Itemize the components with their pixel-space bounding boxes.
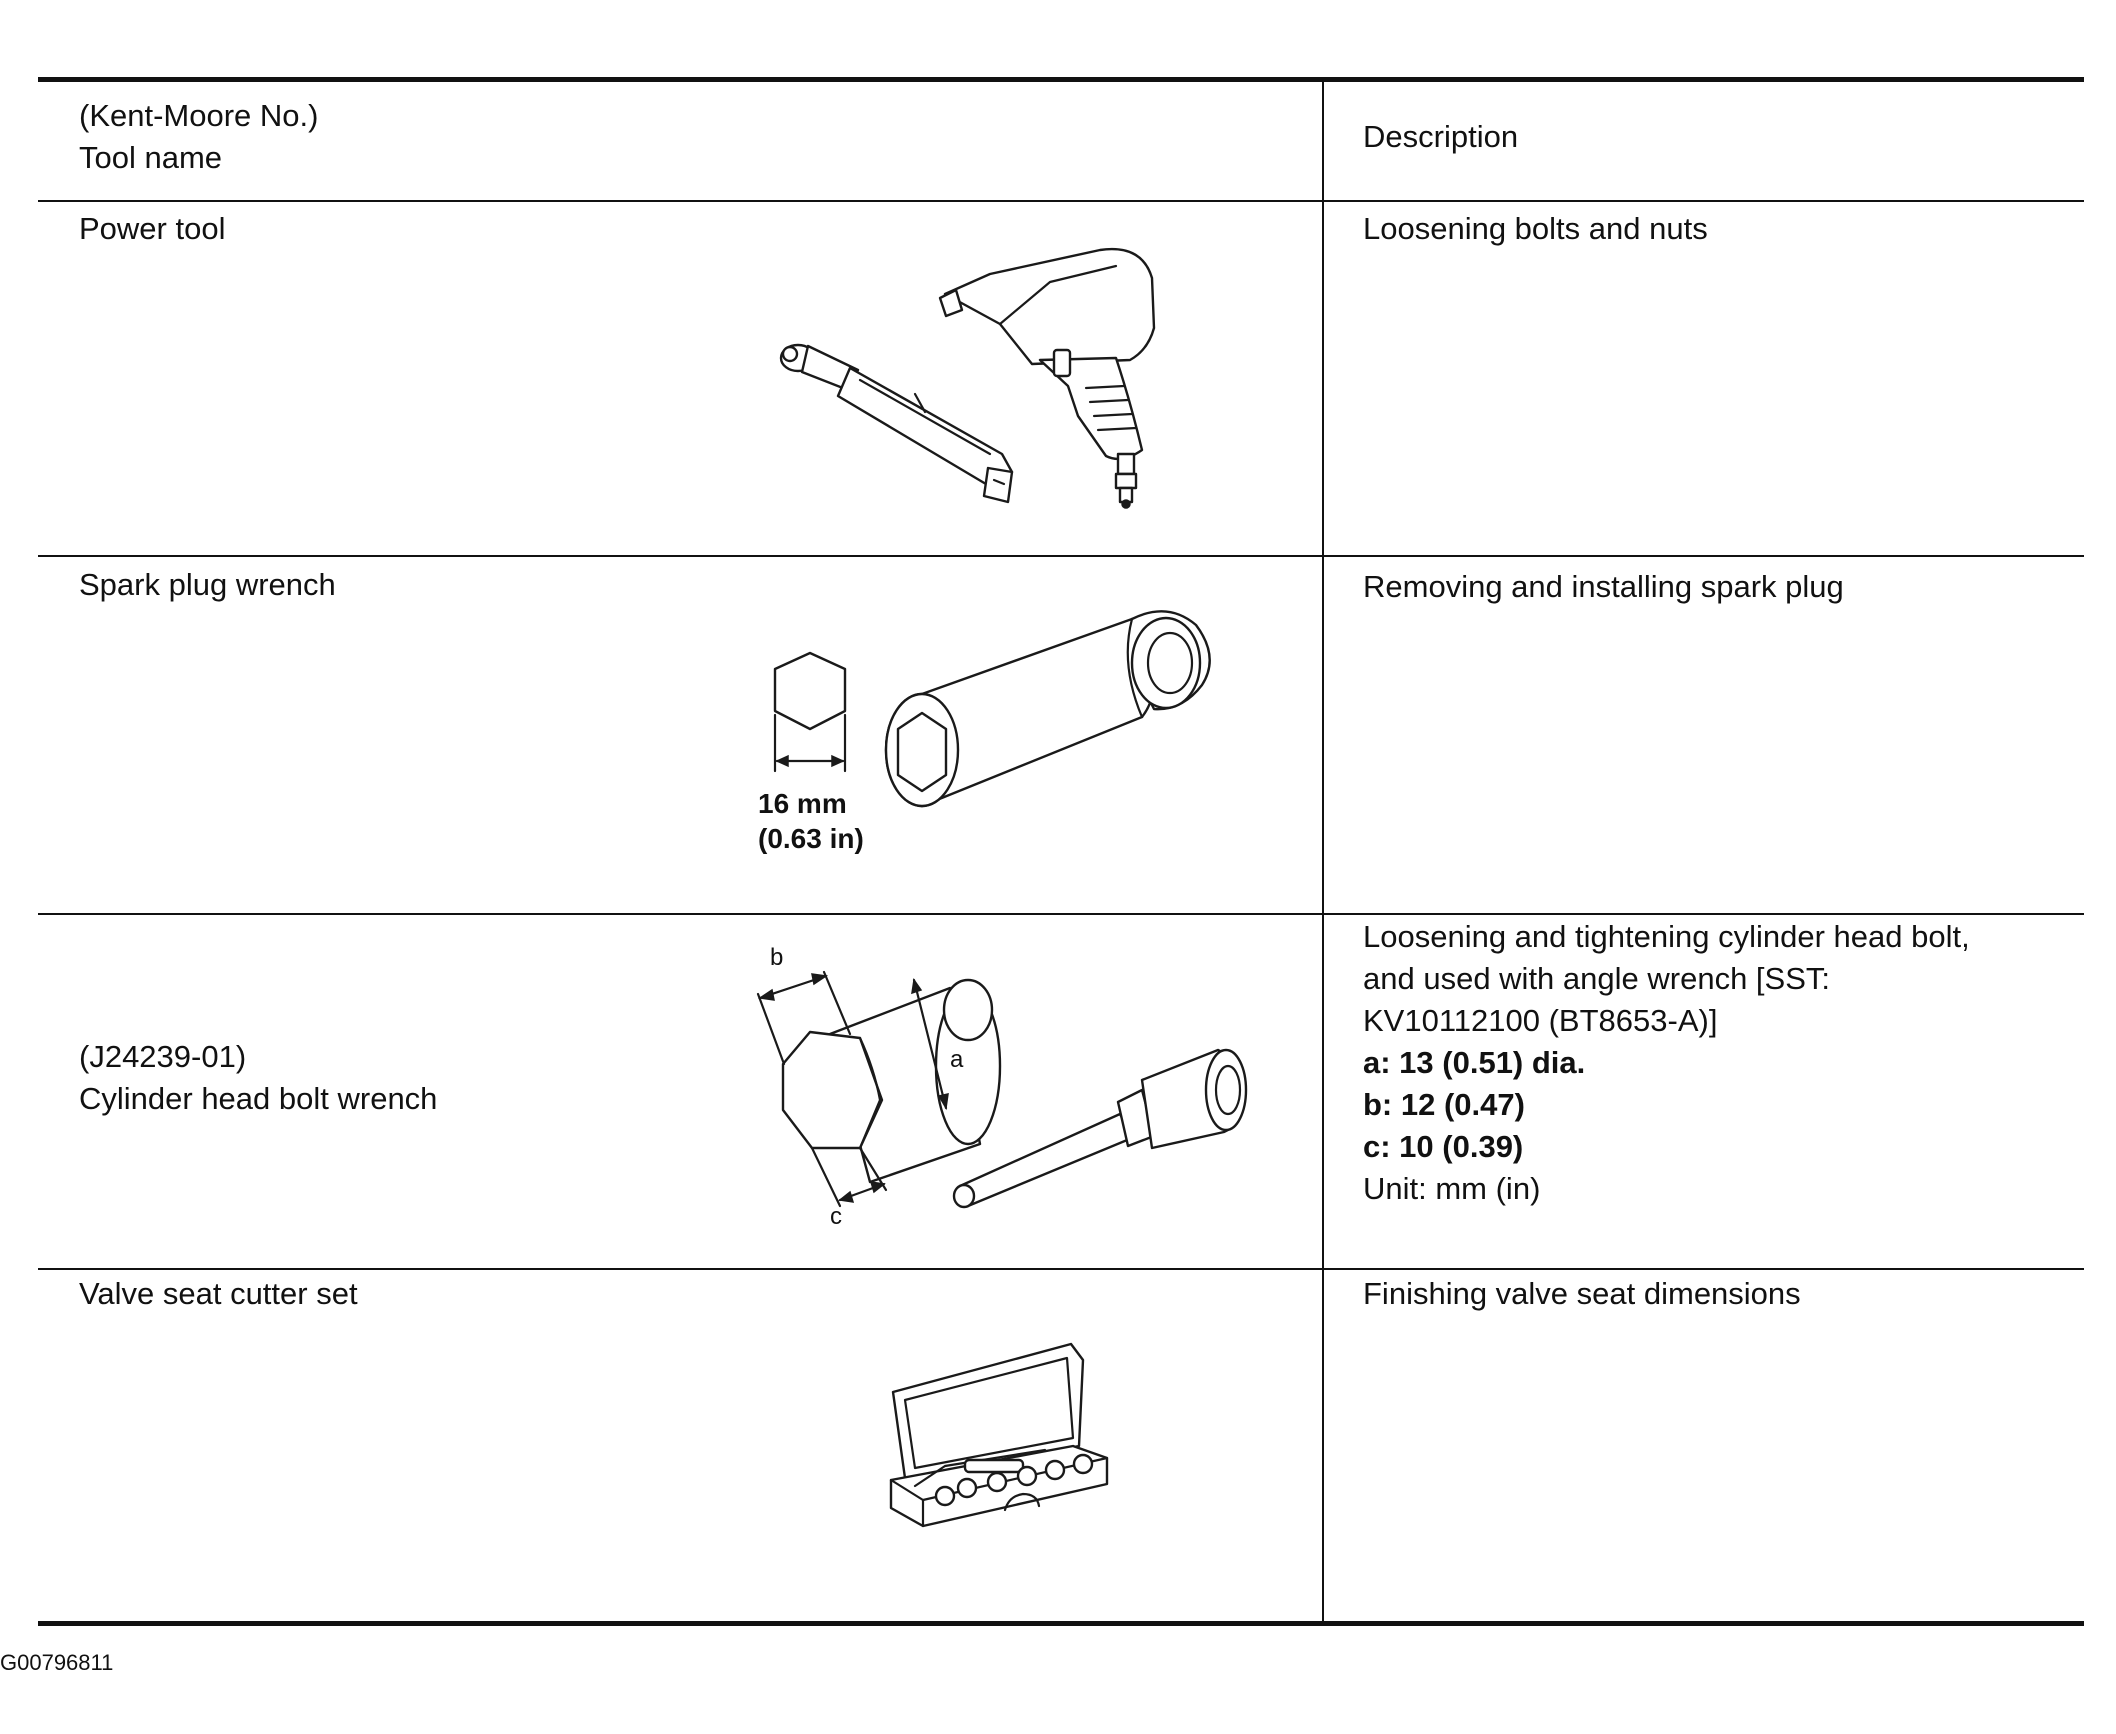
power-tools-illustration <box>750 240 1210 510</box>
header-divider <box>38 200 2084 202</box>
tool-description: Loosening bolts and nuts <box>1363 211 1708 246</box>
spec-b: b: 12 (0.47) <box>1363 1087 1525 1122</box>
row-divider <box>38 555 2084 557</box>
tool-description: Finishing valve seat dimensions <box>1363 1276 1801 1311</box>
cutter-case-icon <box>889 1342 1109 1528</box>
unit-note: Unit: mm (in) <box>1363 1171 1541 1206</box>
cylinder-head-bolt-wrench-illustration <box>750 950 1270 1230</box>
table-bottom-border <box>38 1621 2084 1626</box>
tool-name: Cylinder head bolt wrench <box>79 1081 438 1116</box>
spec-a: a: 13 (0.51) dia. <box>1363 1045 1586 1080</box>
valve-seat-cutter-set-illustration <box>875 1338 1135 1548</box>
figure-code: G00796811 <box>0 1650 114 1675</box>
extension-bar-socket-icon <box>952 1048 1248 1209</box>
header-description: Description <box>1363 119 1519 154</box>
tool-description: Removing and installing spark plug <box>1363 569 1844 604</box>
tool-description-line: Loosening and tightening cylinder head b… <box>1363 919 1970 954</box>
tool-name: Valve seat cutter set <box>79 1276 358 1311</box>
kent-moore-number: (J24239-01) <box>79 1039 247 1074</box>
tool-name: Power tool <box>79 211 226 246</box>
air-ratchet-icon <box>779 343 1014 504</box>
tool-description-line: KV10112100 (BT8653-A)] <box>1363 1003 1718 1038</box>
row-divider <box>38 1268 2084 1270</box>
table-top-border <box>38 77 2084 82</box>
header-tool-kent-moore: (Kent-Moore No.) <box>79 98 319 133</box>
impact-wrench-icon <box>938 247 1156 509</box>
column-divider <box>1322 80 1324 1623</box>
hexagon-socket-end-icon <box>773 651 847 773</box>
callout-b: b <box>770 944 784 971</box>
spark-plug-wrench-illustration <box>750 605 1270 825</box>
callout-a: a <box>950 1046 964 1073</box>
header-tool-name: Tool name <box>79 140 223 175</box>
socket-size-mm: 16 mm <box>758 788 847 819</box>
row-divider <box>38 913 2084 915</box>
tool-name: Spark plug wrench <box>79 567 336 602</box>
spark-plug-socket-icon <box>884 610 1211 808</box>
tool-description-line: and used with angle wrench [SST: <box>1363 961 1830 996</box>
spec-c: c: 10 (0.39) <box>1363 1129 1524 1164</box>
callout-c: c <box>830 1203 842 1230</box>
bolt-bit-closeup-icon <box>756 970 1002 1208</box>
socket-size-in: (0.63 in) <box>758 823 864 854</box>
